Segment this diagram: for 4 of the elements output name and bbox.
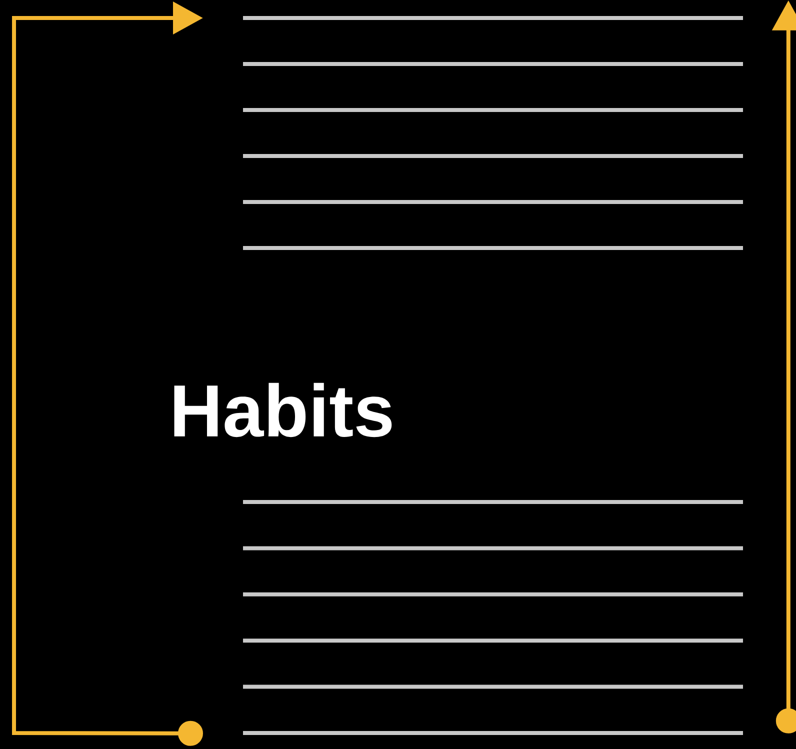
line-stack: [243, 500, 743, 735]
heading-text: Habits: [174, 382, 392, 438]
line-stack: [243, 16, 743, 250]
arrow: [12, 1, 203, 746]
